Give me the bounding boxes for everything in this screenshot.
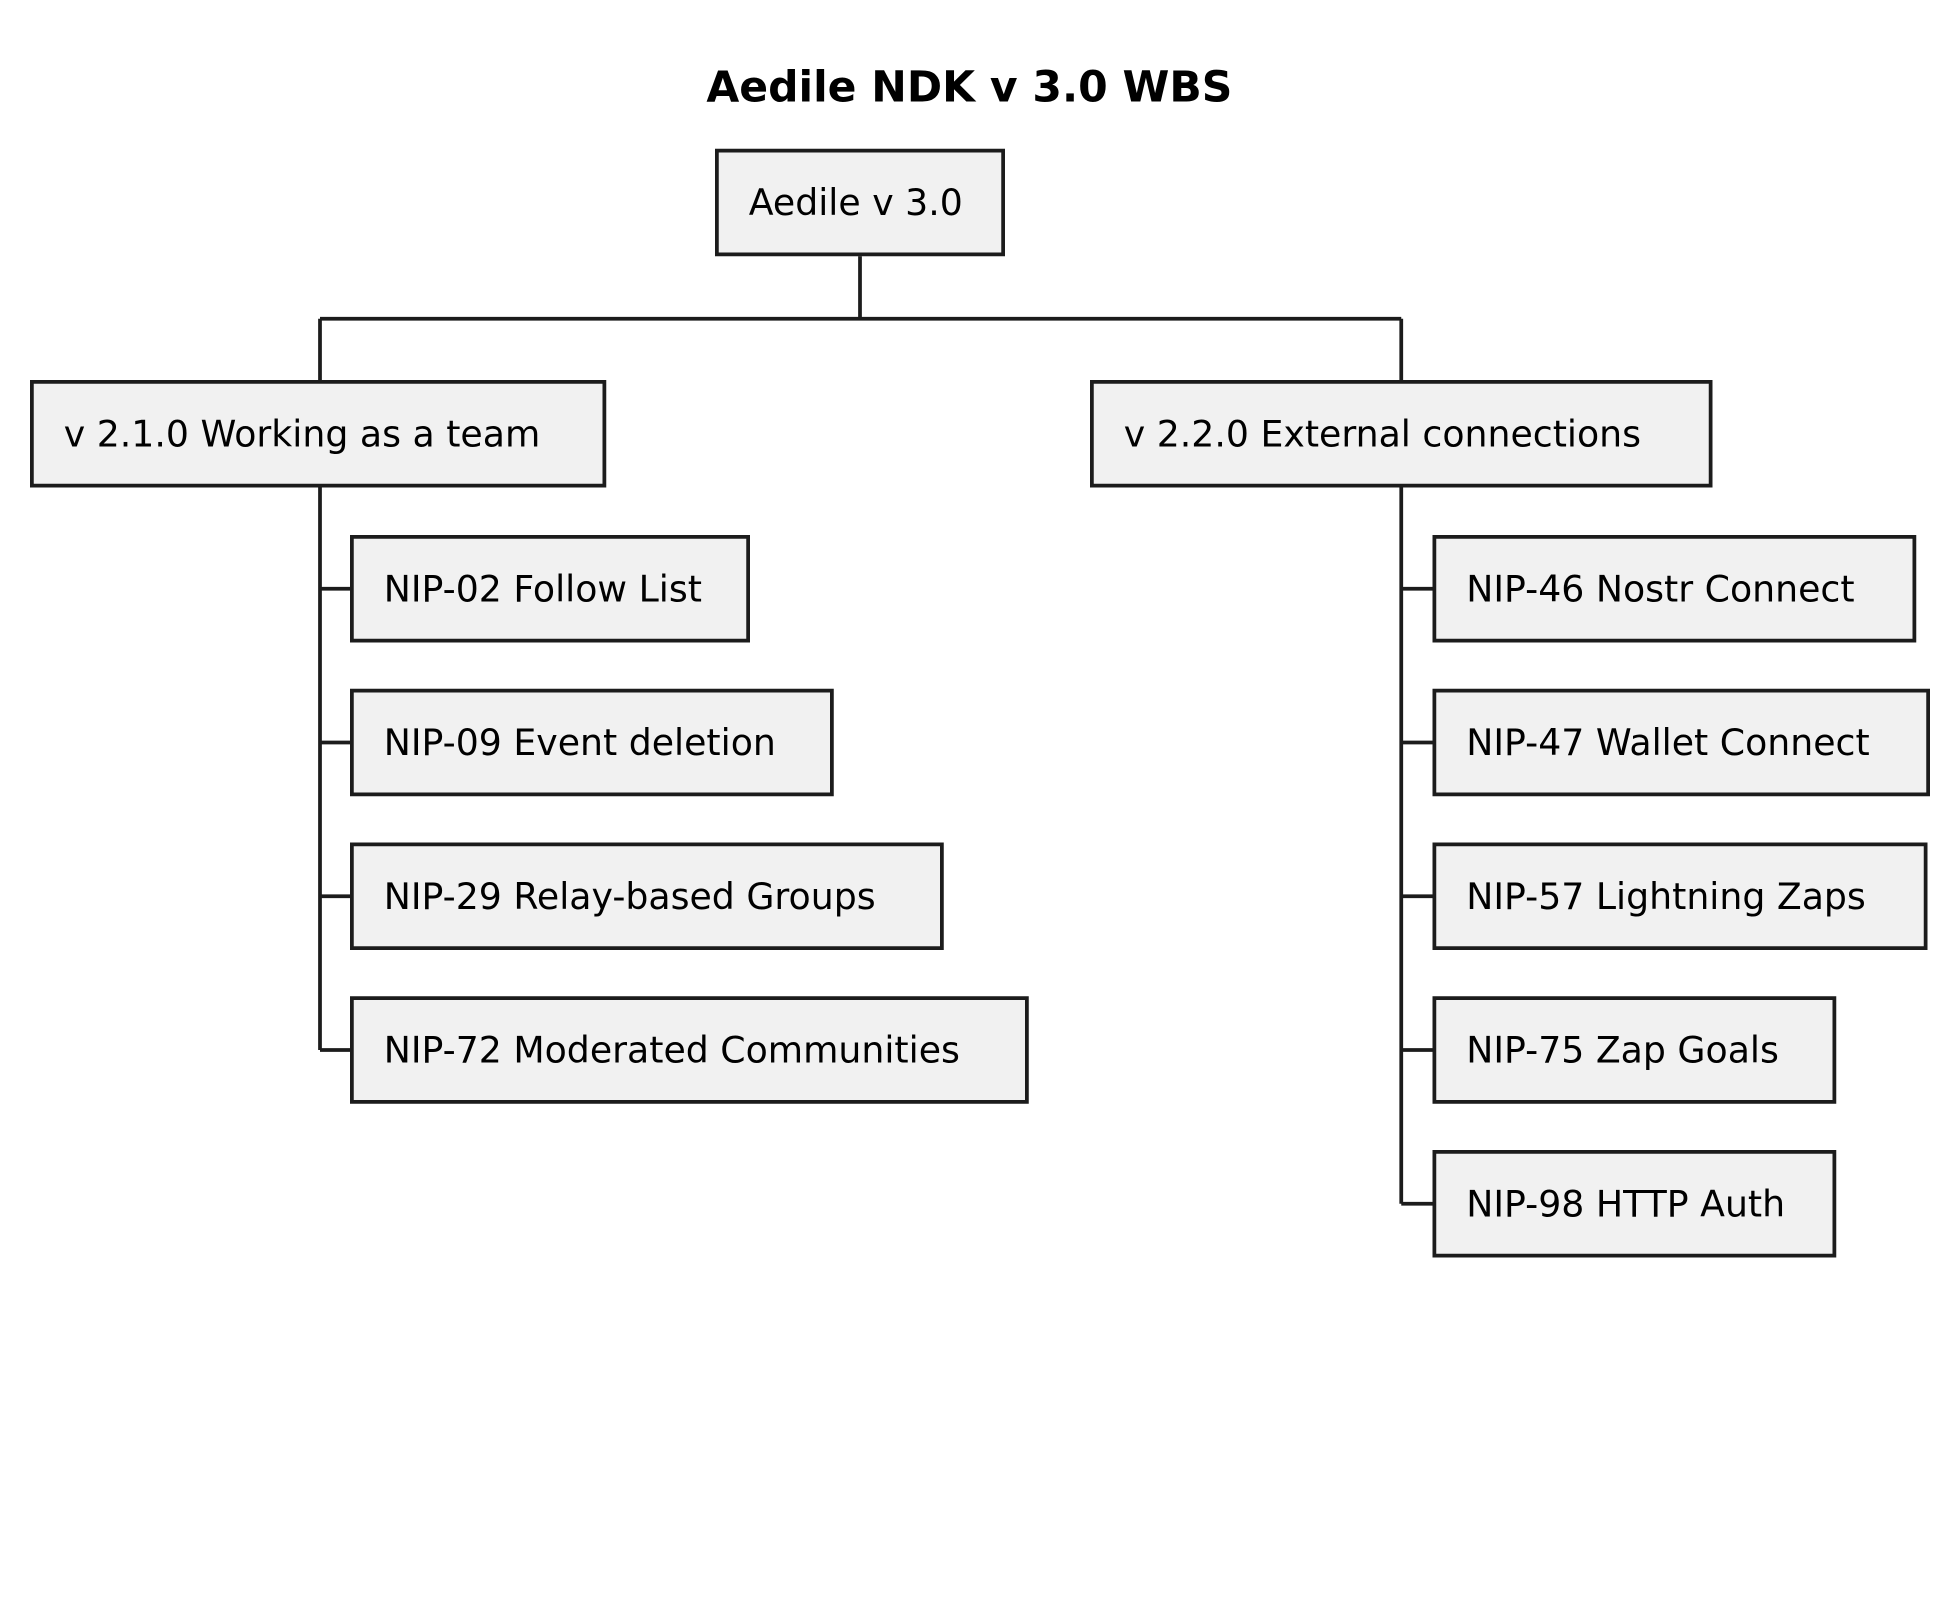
branch-node-external-connections: v 2.2.0 External connections [1090,380,1713,488]
connector-root-to-branches [318,255,1404,380]
leaf-node-nip-02: NIP-02 Follow List [350,535,750,643]
leaf-node-nip-75: NIP-75 Zap Goals [1432,996,1837,1104]
root-node: Aedile v 3.0 [715,148,1005,257]
leaf-node-nip-98: NIP-98 HTTP Auth [1432,1150,1837,1258]
leaf-node-nip-09: NIP-09 Event deletion [350,688,834,797]
leaf-node-nip-57: NIP-57 Lightning Zaps [1432,842,1928,950]
diagram-title: Aedile NDK v 3.0 WBS [706,62,1233,113]
connector-lines [318,255,1433,1206]
leaf-node-nip-47: NIP-47 Wallet Connect [1432,688,1930,797]
leaf-node-nip-46: NIP-46 Nostr Connect [1432,535,1917,643]
leaf-node-nip-29: NIP-29 Relay-based Groups [350,842,944,950]
branch-node-working-as-a-team: v 2.1.0 Working as a team [30,380,607,488]
leaf-node-nip-72: NIP-72 Moderated Communities [350,996,1029,1104]
